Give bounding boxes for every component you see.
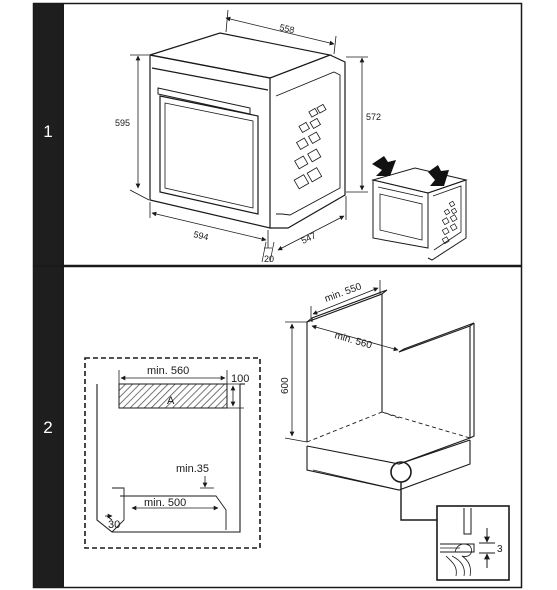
front-dimension-lines [105, 370, 244, 519]
step-2-bar: 2 [33, 266, 63, 588]
dim-depth-bottom: 547 [300, 230, 318, 245]
panel-frames [32, 2, 523, 589]
detail-gap: 3 [497, 544, 503, 555]
detail-drawing [440, 508, 495, 577]
dim-height: 595 [115, 118, 130, 128]
area-a-label: A [167, 395, 175, 407]
step-1-number: 1 [43, 122, 53, 141]
lift-arrow-left [372, 156, 396, 176]
lift-arrows [372, 156, 449, 186]
cab-height: 600 [280, 377, 291, 394]
oven-drawing [149, 32, 346, 229]
oven-dimension-lines [129, 9, 368, 263]
cabinet-dimension-lines [284, 280, 399, 443]
lift-arrow-right [428, 165, 449, 186]
front-min-width: min. 560 [147, 365, 189, 377]
step-1-bar: 1 [33, 3, 63, 265]
front-bottom-edge: 30 [108, 519, 120, 531]
cabinet-dimension-labels: min. 550 min. 560 600 [280, 281, 373, 394]
front-min-bottom: min. 500 [144, 497, 186, 509]
front-dimension-labels: min. 560 100 A min.35 min. 500 30 [108, 365, 249, 531]
cab-min-inner-width: min. 560 [333, 330, 373, 351]
dim-depth-side: 572 [366, 112, 381, 122]
dim-width: 594 [193, 229, 210, 242]
area-a-hatch [118, 383, 228, 409]
dim-front-thickness: 20 [264, 254, 274, 264]
step-2-number: 2 [43, 418, 53, 437]
front-view [84, 357, 261, 549]
oven-dimension-labels: 558 595 572 594 547 20 [115, 22, 381, 264]
dim-depth-top: 558 [279, 22, 296, 35]
front-min-gap: min.35 [176, 463, 209, 475]
small-oven-drawing [371, 167, 468, 261]
cabinet-drawing [306, 289, 510, 581]
front-top-height: 100 [231, 373, 249, 385]
